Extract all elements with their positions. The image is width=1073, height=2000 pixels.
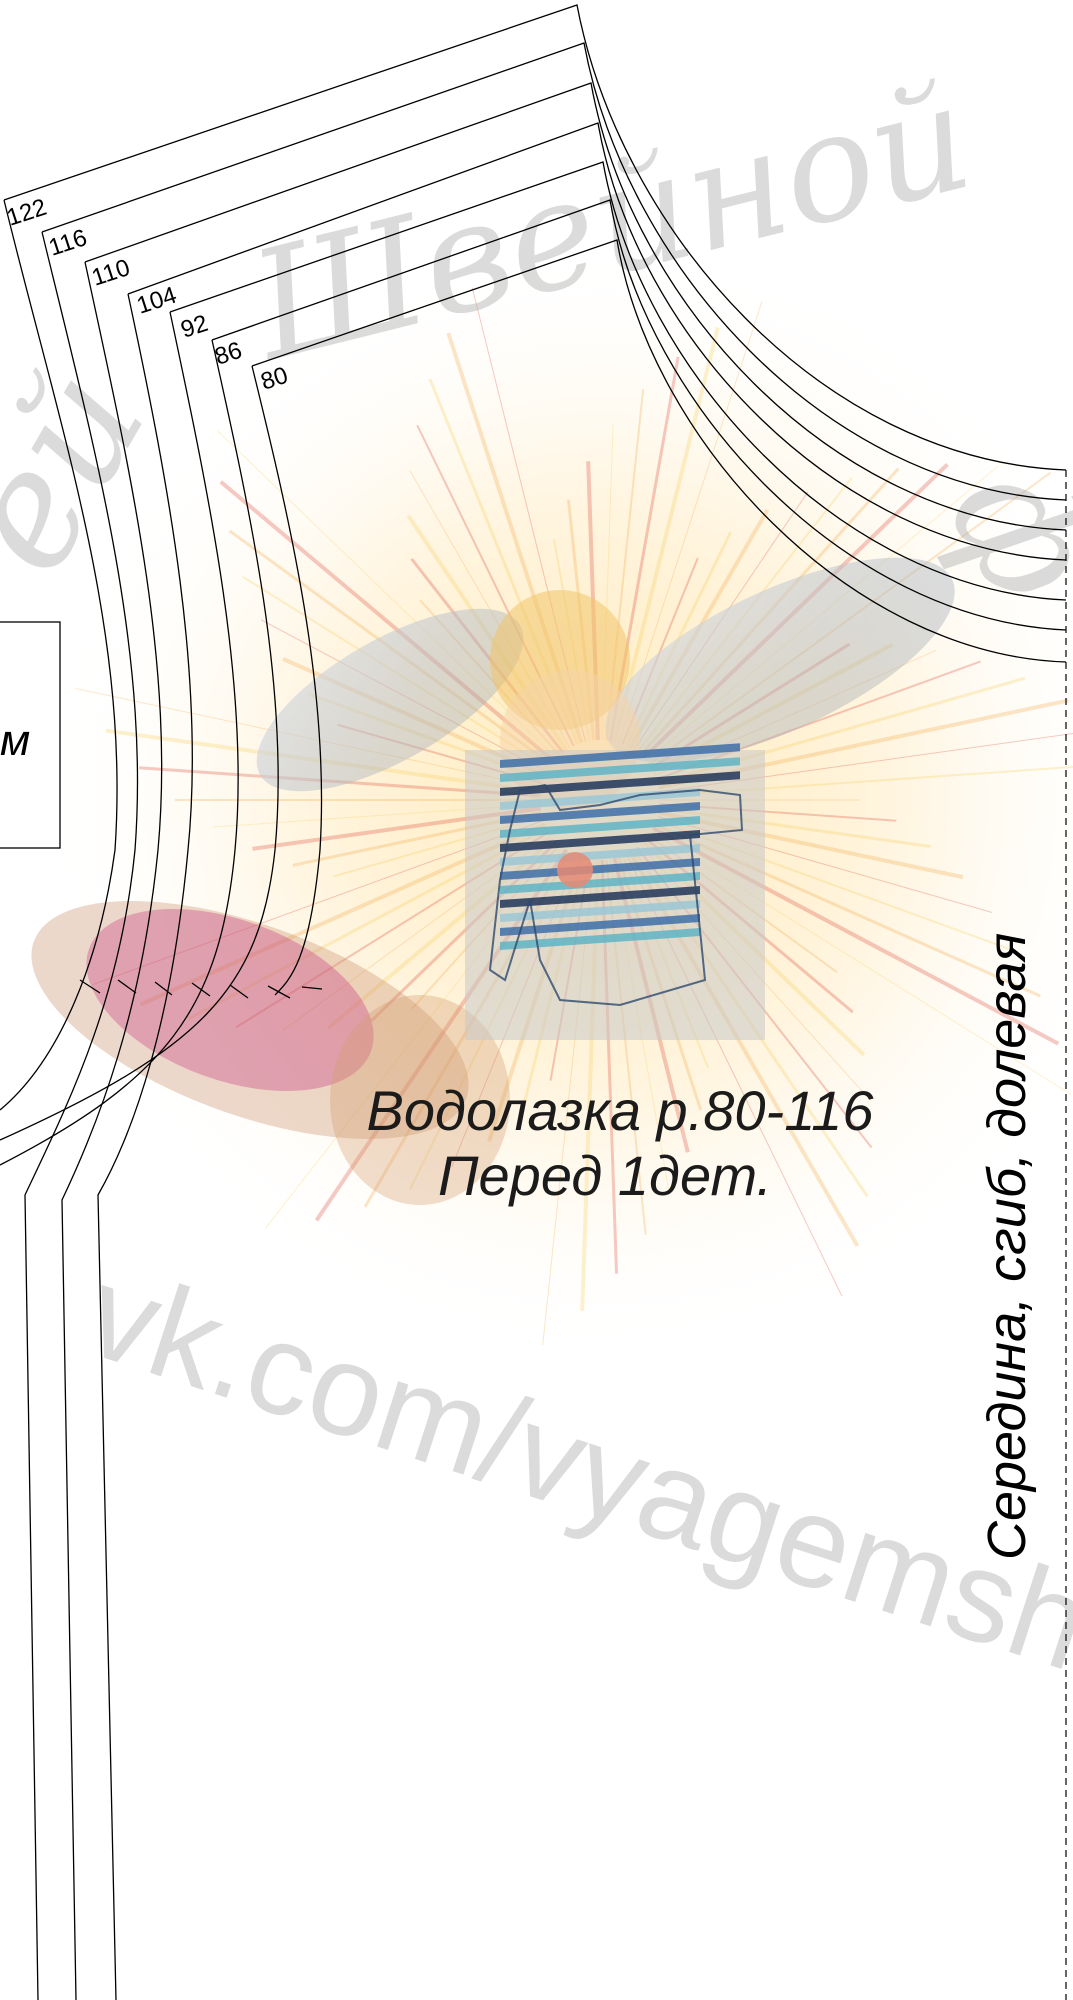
sweater-stripe <box>500 802 700 825</box>
inner-curve-b <box>0 339 279 1141</box>
title-line-2: Перед 1дет. <box>438 1144 772 1207</box>
burst-ray <box>219 480 556 763</box>
pattern-outlines <box>0 4 1067 2000</box>
wing-right <box>605 557 955 763</box>
side-box: м <box>0 621 61 849</box>
sweater-applique <box>557 852 593 888</box>
sweater-stripe <box>500 928 700 951</box>
sweater-stripe <box>500 872 700 895</box>
inner-curve-a <box>0 311 239 1166</box>
spool-thread <box>86 908 374 1092</box>
sweater-stripe <box>500 858 700 881</box>
spool-end <box>330 995 510 1205</box>
burst-ray <box>612 326 720 743</box>
size-label-116: 116 <box>46 224 91 262</box>
striped-turtleneck-photo <box>465 743 765 1040</box>
pattern-title: Водолазка р.80-116 Перед 1дет. <box>367 1079 875 1207</box>
size-label-92: 92 <box>178 310 212 344</box>
sweater-stripe <box>500 844 700 867</box>
size-label-122: 122 <box>4 194 50 232</box>
title-line-1: Водолазка р.80-116 <box>367 1079 875 1142</box>
sweater-stripe <box>500 771 740 797</box>
wing-left <box>256 608 524 792</box>
sweater-stripe <box>500 900 700 923</box>
outline-size-92 <box>169 161 1067 601</box>
sweater-stripe <box>500 886 700 909</box>
sweater-stripe <box>500 816 700 839</box>
size-label-110: 110 <box>89 254 134 292</box>
outline-size-110 <box>61 82 1067 2000</box>
sweater-stripe <box>500 743 740 769</box>
burst-ray <box>216 430 558 759</box>
sweater-stripe <box>500 914 700 937</box>
outline-size-104 <box>97 122 1067 2000</box>
fold-label: Середина, сгиб, долевая <box>977 933 1037 1560</box>
outline-size-122 <box>0 4 1067 1111</box>
outline-size-116 <box>24 42 1067 2000</box>
sweater-stripe <box>500 830 700 853</box>
sweater-stripes <box>500 743 740 951</box>
notch-marks <box>79 979 323 999</box>
sweater-stripe <box>500 757 740 783</box>
side-box-text: м <box>0 716 30 765</box>
outline-size-80 <box>251 239 1067 996</box>
size-label-86: 86 <box>212 337 246 371</box>
outline-size-86 <box>211 199 1067 631</box>
size-label-104: 104 <box>134 282 180 320</box>
spool-body <box>31 901 469 1139</box>
